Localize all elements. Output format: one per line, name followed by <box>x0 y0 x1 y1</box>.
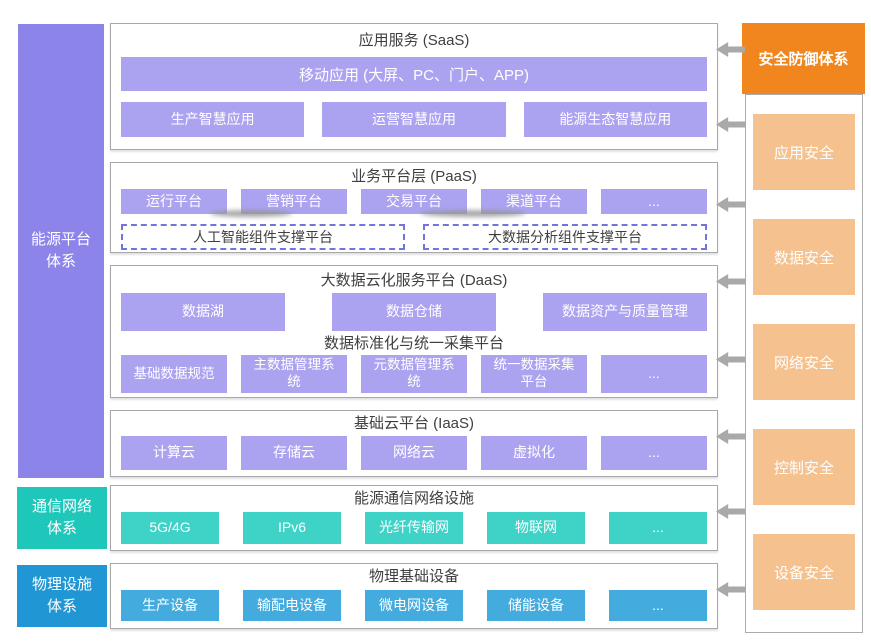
comm-box-5g4g: 5G/4G <box>121 512 219 544</box>
security-defense-header: 安全防御体系 <box>742 23 865 94</box>
saas-box-operation: 运营智慧应用 <box>322 102 506 137</box>
daas-box-data-warehouse: 数据仓储 <box>332 293 496 331</box>
iaas-box-more: ... <box>601 436 707 470</box>
security-item-network: 网络安全 <box>753 324 855 400</box>
phys-box-storage-equipment: 储能设备 <box>487 590 585 621</box>
daas-title: 大数据云化服务平台 (DaaS) <box>320 272 508 289</box>
daas-subtitle: 数据标准化与统一采集平台 <box>323 335 504 352</box>
daas-section: 大数据云化服务平台 (DaaS) 数据湖 数据仓储 数据资产与质量管理 数据标准… <box>110 265 718 398</box>
paas-box-more: ... <box>601 189 707 214</box>
security-item-device: 设备安全 <box>753 534 855 610</box>
iaas-box-network-cloud: 网络云 <box>361 436 467 470</box>
iaas-box-compute-cloud: 计算云 <box>121 436 227 470</box>
comm-box-fiber-network: 光纤传输网 <box>365 512 463 544</box>
paas-box-marketing-platform: 营销平台 <box>241 189 347 214</box>
left-arrow-icon <box>716 274 745 289</box>
comm-network-pillar: 通信网络 体系 <box>17 487 107 549</box>
security-item-application: 应用安全 <box>753 114 855 190</box>
left-arrow-icon <box>716 352 745 367</box>
iaas-section: 基础云平台 (IaaS) 计算云 存储云 网络云 虚拟化 ... <box>110 410 718 477</box>
phys-box-production-equipment: 生产设备 <box>121 590 219 621</box>
physical-facility-label-line1: 物理设施 <box>31 576 92 594</box>
security-item-data: 数据安全 <box>753 219 855 295</box>
phys-box-more: ... <box>609 590 707 621</box>
energy-platform-label-line2: 体系 <box>45 253 76 270</box>
energy-platform-pillar: 能源平台 体系 <box>18 24 104 478</box>
phys-box-transmission-equipment: 输配电设备 <box>243 590 341 621</box>
daas-box-master-data-mgmt: 主数据管理系统 <box>241 355 347 393</box>
phys-title: 物理基础设备 <box>368 568 459 585</box>
comm-title: 能源通信网络设施 <box>353 490 474 507</box>
physical-facility-pillar: 物理设施 体系 <box>17 565 107 627</box>
daas-box-more: ... <box>601 355 707 393</box>
paas-title: 业务平台层 (PaaS) <box>351 168 477 185</box>
paas-section: 业务平台层 (PaaS) 运行平台 营销平台 交易平台 渠道平台 ... 人工智… <box>110 162 718 253</box>
iaas-box-storage-cloud: 存储云 <box>241 436 347 470</box>
saas-box-production: 生产智慧应用 <box>121 102 305 137</box>
iaas-title: 基础云平台 (IaaS) <box>353 415 474 432</box>
comm-box-more: ... <box>609 512 707 544</box>
bigdata-analysis-component-platform: 大数据分析组件支撑平台 <box>423 224 707 250</box>
energy-platform-label-line1: 能源平台 <box>30 231 91 249</box>
security-column: 应用安全 数据安全 网络安全 控制安全 设备安全 <box>745 94 863 633</box>
saas-section: 应用服务 (SaaS) 移动应用 (大屏、PC、门户、APP) 生产智慧应用 运… <box>110 23 718 150</box>
shadow-smudge <box>210 210 292 217</box>
paas-box-trading-platform: 交易平台 <box>361 189 467 214</box>
saas-title: 应用服务 (SaaS) <box>358 32 470 49</box>
left-arrow-icon <box>716 117 745 132</box>
left-arrow-icon <box>716 504 745 519</box>
mobile-app-banner: 移动应用 (大屏、PC、门户、APP) <box>121 57 707 91</box>
comm-network-label-line2: 体系 <box>46 520 77 537</box>
physical-facility-label-line2: 体系 <box>46 598 77 615</box>
left-arrow-icon <box>716 42 745 57</box>
paas-box-channel-platform: 渠道平台 <box>481 189 587 214</box>
left-arrow-icon <box>716 582 745 597</box>
comm-box-iot: 物联网 <box>487 512 585 544</box>
daas-box-basic-data-standard: 基础数据规范 <box>121 355 227 393</box>
left-arrow-icon <box>716 197 745 212</box>
comm-network-label-line1: 通信网络 <box>31 498 92 516</box>
left-arrow-icon <box>716 429 745 444</box>
daas-box-data-asset-quality: 数据资产与质量管理 <box>543 293 707 331</box>
daas-box-data-lake: 数据湖 <box>121 293 285 331</box>
saas-box-ecosystem: 能源生态智慧应用 <box>523 102 707 137</box>
physical-section: 物理基础设备 生产设备 输配电设备 微电网设备 储能设备 ... <box>110 563 718 629</box>
comm-box-ipv6: IPv6 <box>243 512 341 544</box>
security-item-control: 控制安全 <box>753 429 855 505</box>
comm-network-section: 能源通信网络设施 5G/4G IPv6 光纤传输网 物联网 ... <box>110 485 718 551</box>
iaas-box-virtualization: 虚拟化 <box>481 436 587 470</box>
daas-box-unified-collection: 统一数据采集平台 <box>481 355 587 393</box>
phys-box-microgrid-equipment: 微电网设备 <box>365 590 463 621</box>
paas-box-operation-platform: 运行平台 <box>121 189 227 214</box>
daas-box-metadata-mgmt: 元数据管理系统 <box>361 355 467 393</box>
shadow-smudge <box>420 210 526 217</box>
ai-component-platform: 人工智能组件支撑平台 <box>121 224 405 250</box>
